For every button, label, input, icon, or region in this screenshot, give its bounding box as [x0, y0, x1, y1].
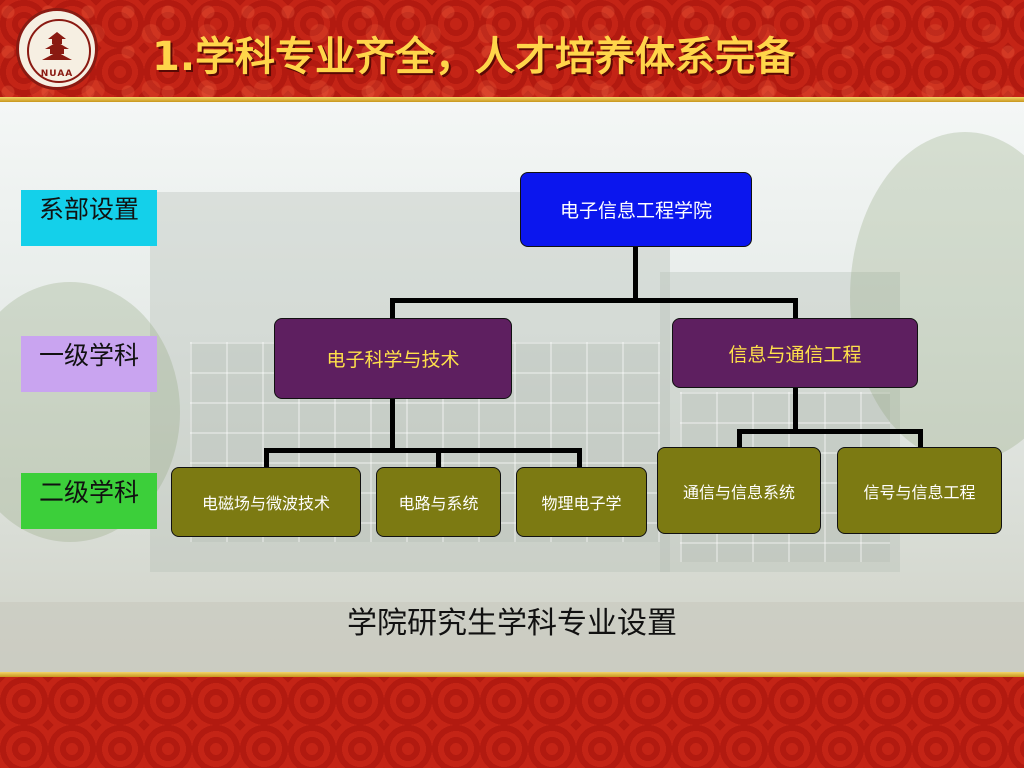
background-road — [0, 602, 1024, 672]
legend-department: 系部设置 — [21, 190, 157, 246]
node-physical-electronics: 物理电子学 — [516, 467, 647, 537]
university-logo: NUAA — [16, 8, 98, 90]
slide-title: 1.学科专业齐全，人才培养体系完备 — [152, 34, 796, 80]
connector-line — [737, 429, 923, 434]
connector-line — [390, 298, 798, 303]
connector-line — [264, 448, 582, 453]
connector-line — [918, 429, 923, 448]
connector-line — [264, 448, 269, 468]
node-electromagnetic-microwave: 电磁场与微波技术 — [171, 467, 361, 537]
logo-text: NUAA — [40, 69, 74, 79]
node-circuits-systems: 电路与系统 — [376, 467, 501, 537]
connector-line — [793, 298, 798, 320]
connector-line — [793, 388, 798, 432]
logo-ring — [27, 19, 91, 83]
connector-line — [436, 448, 441, 468]
gold-divider-bottom — [0, 672, 1024, 677]
header-banner: NUAA 1.学科专业齐全，人才培养体系完备 — [0, 0, 1024, 97]
background-tree — [850, 132, 1024, 462]
connector-line — [737, 429, 742, 448]
connector-line — [577, 448, 582, 468]
diagram-caption: 学院研究生学科专业设置 — [347, 606, 677, 641]
node-college: 电子信息工程学院 — [520, 172, 752, 247]
connector-line — [390, 298, 395, 320]
footer-banner — [0, 677, 1024, 768]
node-signal-info-engineering: 信号与信息工程 — [837, 447, 1002, 534]
node-information-communication: 信息与通信工程 — [672, 318, 918, 388]
node-communication-info-systems: 通信与信息系统 — [657, 447, 821, 534]
legend-second-level: 二级学科 — [21, 473, 157, 529]
legend-first-level: 一级学科 — [21, 336, 157, 392]
connector-line — [633, 247, 638, 301]
connector-line — [390, 399, 395, 451]
gold-divider-top — [0, 97, 1024, 102]
node-electronic-science: 电子科学与技术 — [274, 318, 512, 399]
pagoda-icon — [42, 32, 72, 60]
